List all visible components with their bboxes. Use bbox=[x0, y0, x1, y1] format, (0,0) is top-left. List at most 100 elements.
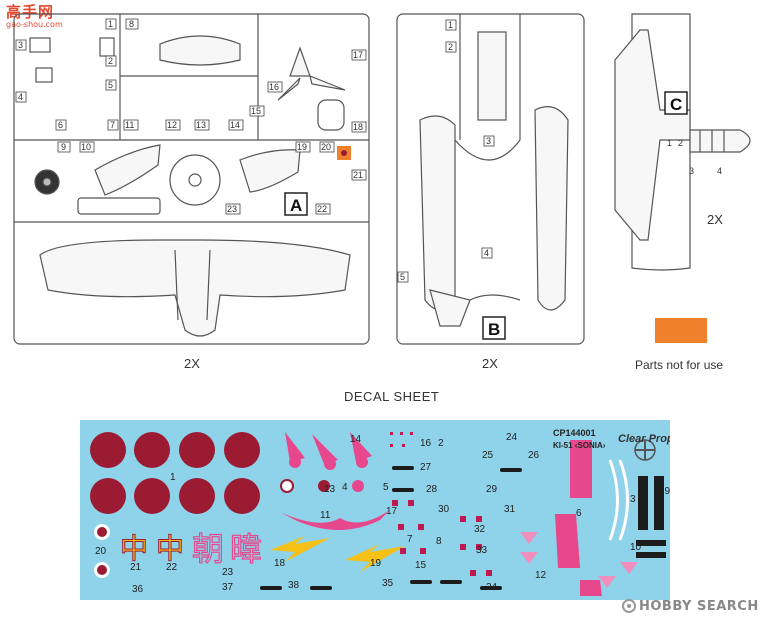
decal-number-labels: 1 2 3 4 5 6 7 8 9 10 11 12 13 14 15 16 1… bbox=[95, 432, 670, 595]
sprue-a-part-number: 23 bbox=[227, 204, 237, 214]
not-for-use-legend: Parts not for use bbox=[635, 358, 724, 372]
pink-triangles bbox=[520, 532, 638, 588]
sprue-a-part-number: 3 bbox=[18, 40, 23, 50]
not-for-use-swatch bbox=[655, 318, 707, 343]
hinomaru-decal bbox=[179, 432, 215, 468]
hobby-search-logo-icon bbox=[622, 599, 636, 613]
decal-number: 18 bbox=[274, 558, 286, 569]
small-roundel-decal bbox=[318, 480, 330, 492]
sprue-c-part-number: 4 bbox=[717, 166, 722, 176]
comet-head bbox=[356, 456, 368, 468]
decal-number: 1 bbox=[170, 472, 176, 483]
decal-number: 23 bbox=[222, 567, 234, 578]
sprue-a-labels: 3 1 2 4 5 6 7 8 9 10 11 12 13 14 15 16 1… bbox=[15, 18, 367, 215]
kanji-decal: 中 bbox=[120, 533, 148, 564]
sprue-a-part-number: 13 bbox=[196, 120, 206, 130]
decal-code: CP144001 bbox=[553, 428, 596, 438]
sprue-a-part-number: 19 bbox=[297, 142, 307, 152]
sprue-b-letter: B bbox=[488, 320, 500, 339]
decal-number: 36 bbox=[132, 584, 144, 595]
sprue-diagrams: 3 1 2 4 5 6 7 8 9 10 11 12 13 14 15 16 1… bbox=[13, 13, 751, 345]
bordered-roundel-center bbox=[97, 565, 107, 575]
sprue-b bbox=[396, 13, 585, 345]
sprue-b-labels: 1 2 3 4 5 bbox=[397, 19, 495, 283]
decal-sheet-title: DECAL SHEET bbox=[344, 389, 440, 404]
hinomaru-decal bbox=[224, 432, 260, 468]
fuselage-band-decal bbox=[580, 580, 602, 596]
sprue-c-quantity: 2X bbox=[707, 212, 723, 227]
fuselage-band-decal bbox=[555, 514, 580, 568]
sprue-a-part-number: 10 bbox=[81, 142, 91, 152]
stencil-bars bbox=[260, 466, 522, 590]
comet-head bbox=[289, 456, 301, 468]
target-roundel-decal bbox=[280, 479, 294, 493]
hobby-search-credit: HOBBY SEARCH bbox=[622, 597, 759, 615]
decal-number: 5 bbox=[383, 482, 389, 493]
decal-number: 28 bbox=[426, 484, 438, 495]
site-watermark: 高手网 gao-shou.com bbox=[6, 4, 70, 29]
sprue-a-quantity: 2X bbox=[184, 356, 200, 371]
decal-number: 29 bbox=[486, 484, 498, 495]
lightning-decal bbox=[270, 536, 330, 562]
sprue-a-part-number: 4 bbox=[18, 92, 23, 102]
hinomaru-decal bbox=[90, 478, 126, 514]
lightning-decal bbox=[345, 544, 405, 572]
kanji-decal: 朝 bbox=[192, 531, 224, 567]
sprue-a-part-number: 15 bbox=[251, 106, 261, 116]
hobby-search-text: HOBBY SEARCH bbox=[639, 598, 759, 614]
sprue-b-part-number: 3 bbox=[486, 136, 491, 146]
decal-number: 22 bbox=[166, 562, 178, 573]
decal-number: 8 bbox=[436, 536, 442, 547]
hinomaru-decal bbox=[179, 478, 215, 514]
sprue-a-part-number: 1 bbox=[108, 19, 113, 29]
sprue-a-part-number: 5 bbox=[108, 80, 113, 90]
arc-decal bbox=[608, 459, 619, 541]
sprue-a-part-number: 17 bbox=[353, 50, 363, 60]
hinomaru-decal bbox=[224, 478, 260, 514]
sprue-c-part-number: 1 bbox=[667, 138, 672, 148]
not-for-use-part-center bbox=[341, 150, 347, 156]
decal-number: 25 bbox=[482, 450, 494, 461]
sprue-c bbox=[614, 13, 751, 271]
small-roundel-decal bbox=[352, 480, 364, 492]
watermark-url: gao-shou.com bbox=[6, 20, 63, 29]
sprue-a-part-number: 11 bbox=[125, 120, 134, 130]
sprue-a-part-number: 18 bbox=[353, 122, 363, 132]
sprue-c-letter: C bbox=[670, 95, 682, 114]
decal-number: 12 bbox=[535, 570, 547, 581]
sprue-b-part-number: 4 bbox=[484, 248, 489, 258]
decal-number: 17 bbox=[386, 506, 398, 517]
comet-head bbox=[324, 458, 336, 470]
sprue-a-part-number: 8 bbox=[129, 19, 134, 29]
clear-prop-logo bbox=[634, 439, 656, 461]
kanji-decal: 暐 bbox=[230, 531, 262, 567]
sprue-a-part-number: 7 bbox=[110, 120, 115, 130]
decal-number: 4 bbox=[342, 482, 348, 493]
sprue-b-part-number: 5 bbox=[400, 272, 405, 282]
hinomaru-decal bbox=[134, 432, 170, 468]
sprue-a-part-number: 20 bbox=[321, 142, 331, 152]
hinomaru-decal bbox=[134, 478, 170, 514]
decal-model: KI-51 ‹SONIA› bbox=[553, 441, 606, 450]
decal-number: 19 bbox=[370, 558, 382, 569]
stencil-dots bbox=[390, 432, 492, 576]
comet-emblems bbox=[285, 432, 372, 470]
sprue-a-part-number: 6 bbox=[58, 120, 63, 130]
decal-number: 24 bbox=[506, 432, 518, 443]
comet-emblem bbox=[350, 432, 372, 462]
sprue-c-labels: 1 2 3 4 bbox=[667, 138, 722, 176]
decal-sheet: 中 中 朝 暐 bbox=[80, 420, 670, 600]
black-stripes bbox=[636, 476, 666, 558]
watermark-title: 高手网 bbox=[6, 3, 55, 21]
sprue-a-letter: A bbox=[290, 196, 302, 215]
sprue-b-part-number: 1 bbox=[448, 20, 453, 30]
sprue-a-part-number: 2 bbox=[108, 56, 113, 66]
decal-number: 38 bbox=[288, 580, 300, 591]
sprue-b-letter-box bbox=[482, 316, 506, 340]
sprue-a-letter-box bbox=[284, 192, 308, 216]
decal-number: 9 bbox=[664, 486, 670, 497]
decal-number: 21 bbox=[130, 562, 142, 573]
decal-number: 37 bbox=[222, 582, 234, 593]
decal-number: 26 bbox=[528, 450, 540, 461]
decal-number: 27 bbox=[420, 462, 432, 473]
